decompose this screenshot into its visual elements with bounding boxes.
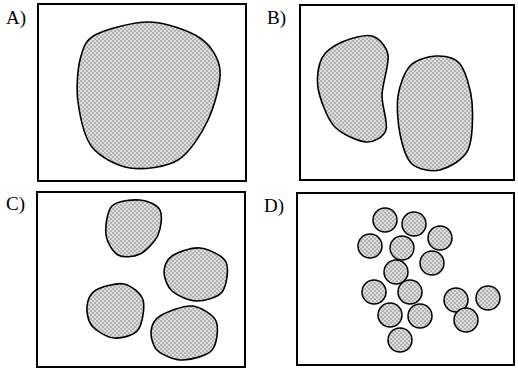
particle	[454, 308, 478, 332]
particle	[362, 280, 386, 304]
particle	[87, 284, 144, 338]
panel-frame	[37, 192, 245, 367]
panel-label: A)	[6, 8, 26, 27]
particle	[378, 303, 402, 327]
particle	[388, 328, 412, 352]
particle	[373, 208, 397, 232]
panel-label: C)	[6, 194, 25, 213]
particle	[384, 260, 408, 284]
particle	[420, 251, 444, 275]
panel-label: B)	[267, 8, 286, 27]
particle	[428, 226, 452, 250]
panel-frame	[38, 4, 246, 181]
particle	[402, 212, 426, 236]
particle	[317, 36, 388, 143]
panel-label: D)	[264, 196, 284, 215]
particle	[151, 306, 217, 360]
particle	[164, 248, 227, 301]
particle	[77, 22, 220, 169]
particle	[476, 286, 500, 310]
particle	[358, 234, 382, 258]
particle	[390, 236, 414, 260]
panel-frame	[300, 5, 514, 180]
particle	[398, 280, 422, 304]
particle	[408, 304, 432, 328]
panel-frame	[297, 193, 514, 365]
particle	[397, 56, 472, 171]
particle	[106, 200, 162, 257]
